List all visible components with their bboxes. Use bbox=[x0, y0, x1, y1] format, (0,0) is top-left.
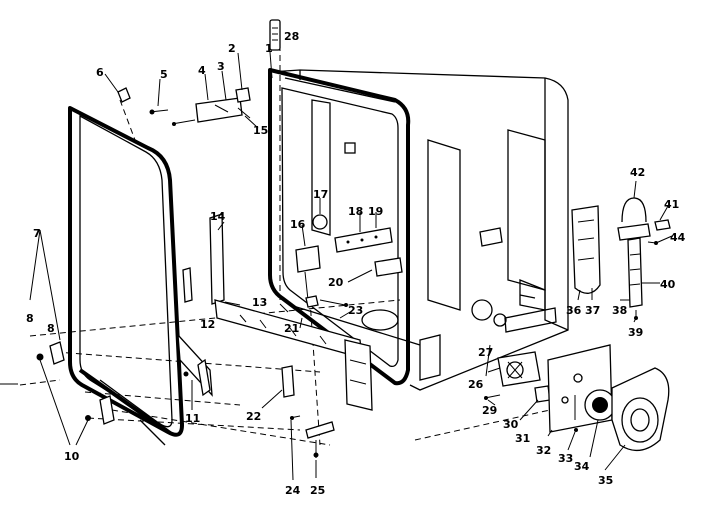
callout-35: 35 bbox=[598, 474, 613, 487]
callout-20: 20 bbox=[328, 276, 344, 289]
callout-8b: 8 bbox=[47, 322, 55, 335]
door-gasket bbox=[68, 106, 184, 446]
callout-31: 31 bbox=[515, 432, 530, 445]
callout-10: 10 bbox=[64, 450, 80, 463]
callout-4: 4 bbox=[198, 64, 206, 77]
callout-13: 13 bbox=[252, 296, 267, 309]
callout-21: 21 bbox=[284, 322, 299, 335]
callout-5: 5 bbox=[160, 68, 168, 81]
callout-37: 37 bbox=[585, 304, 600, 317]
callout-14: 14 bbox=[210, 210, 226, 223]
callout-11: 11 bbox=[185, 412, 200, 425]
lower-door-parts bbox=[177, 213, 373, 420]
callout-2: 2 bbox=[228, 42, 236, 55]
callout-23: 23 bbox=[348, 304, 363, 317]
right-side-parts bbox=[571, 197, 671, 320]
left-hardware bbox=[29, 229, 115, 446]
part-25 bbox=[305, 421, 335, 458]
callout-8a: 8 bbox=[26, 312, 34, 325]
callout-41: 41 bbox=[664, 198, 679, 211]
motor-pump-assembly bbox=[484, 344, 670, 452]
callout-16: 16 bbox=[290, 218, 306, 231]
callout-27: 27 bbox=[478, 346, 493, 359]
inner-tub-components bbox=[295, 214, 403, 308]
callout-19: 19 bbox=[368, 205, 383, 218]
callout-34: 34 bbox=[574, 460, 590, 473]
callout-1: 1 bbox=[265, 42, 273, 55]
callout-12: 12 bbox=[200, 318, 215, 331]
callout-42: 42 bbox=[630, 166, 645, 179]
callout-29: 29 bbox=[482, 404, 497, 417]
callout-15: 15 bbox=[253, 124, 268, 137]
upper-hinge-parts bbox=[117, 87, 251, 126]
dishwasher-tub bbox=[268, 68, 569, 391]
callout-22: 22 bbox=[246, 410, 261, 423]
callout-17: 17 bbox=[313, 188, 328, 201]
callout-40: 40 bbox=[660, 278, 676, 291]
callout-38: 38 bbox=[612, 304, 627, 317]
callout-32: 32 bbox=[536, 444, 551, 457]
callout-33: 33 bbox=[558, 452, 573, 465]
callout-36: 36 bbox=[566, 304, 582, 317]
callout-18: 18 bbox=[348, 205, 363, 218]
callout-30: 30 bbox=[503, 418, 519, 431]
callout-39: 39 bbox=[628, 326, 643, 339]
callout-28: 28 bbox=[284, 30, 299, 43]
callout-7: 7 bbox=[33, 227, 41, 240]
callout-labels: 1 2 3 4 5 6 7 8 8 10 11 12 13 14 15 16 1… bbox=[26, 30, 686, 497]
callout-25: 25 bbox=[310, 484, 325, 497]
callout-24: 24 bbox=[285, 484, 301, 497]
callout-44: 44 bbox=[670, 231, 686, 244]
part-26 bbox=[269, 19, 281, 51]
callout-6: 6 bbox=[96, 66, 104, 79]
callout-3: 3 bbox=[217, 60, 225, 73]
callout-26: 26 bbox=[468, 378, 484, 391]
leader-lines bbox=[104, 51, 673, 481]
